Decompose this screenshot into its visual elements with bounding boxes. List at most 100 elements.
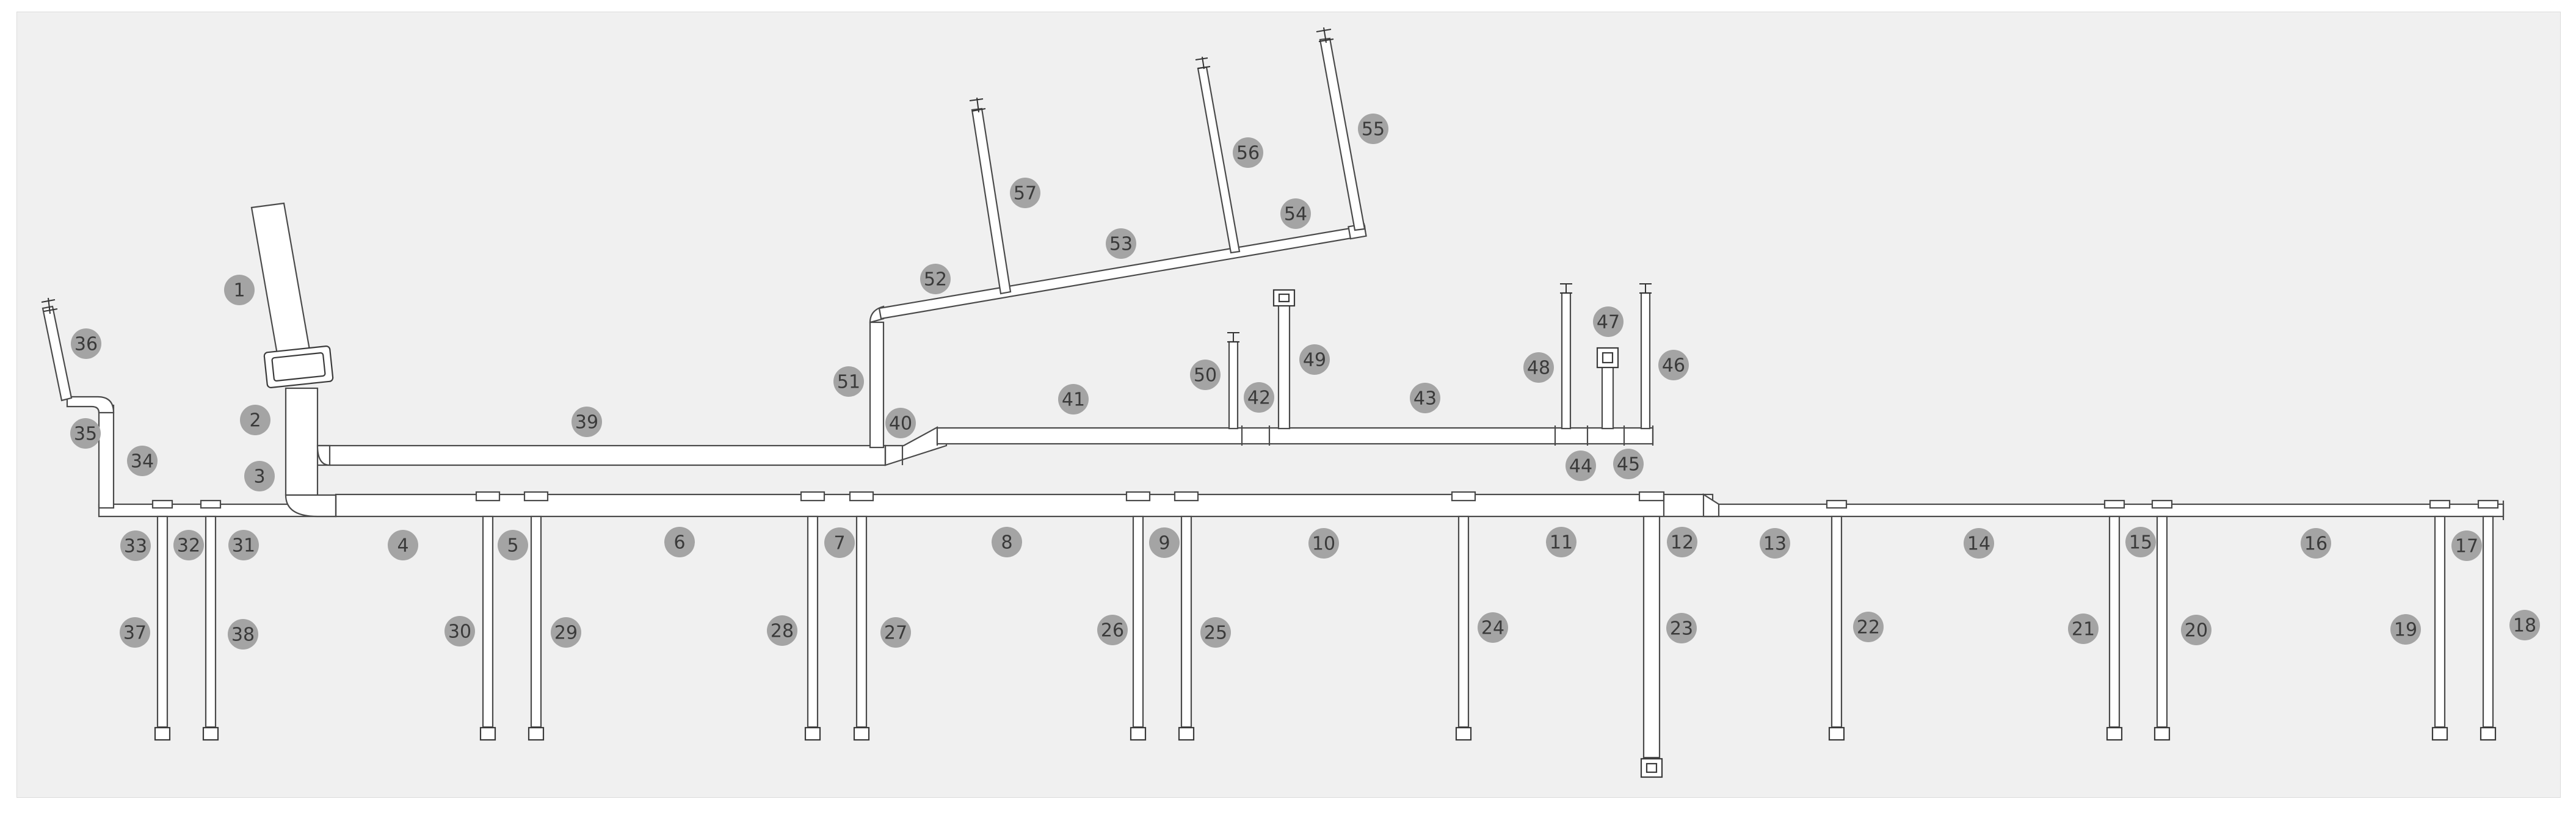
node-label-text: 6 (673, 532, 685, 554)
riser-tee[interactable] (316, 444, 331, 466)
pipe-51-vertical[interactable] (869, 321, 885, 449)
node-label-text: 48 (1527, 358, 1550, 379)
drop-21[interactable] (2106, 515, 2123, 741)
node-label-31: 31 (228, 530, 259, 560)
node-label-circle (71, 328, 101, 359)
node-label-circle (1149, 527, 1180, 558)
drop-37[interactable] (154, 515, 171, 741)
node-label-text: 9 (1158, 533, 1170, 554)
drop-22[interactable] (1828, 515, 1845, 741)
node-label-circle (2181, 615, 2211, 645)
upper-segment-west[interactable] (316, 444, 887, 466)
node-label-text: 16 (2304, 534, 2327, 555)
drop-27[interactable] (853, 515, 870, 741)
riser-elbow[interactable] (285, 494, 337, 518)
node-label-circle (1200, 617, 1231, 648)
node-label-15: 15 (2125, 527, 2156, 557)
upper-distribution-pipe[interactable] (316, 426, 1654, 466)
drop-pipes[interactable] (154, 515, 2497, 778)
node-label-35: 35 (70, 418, 101, 449)
inlet-riser[interactable] (285, 387, 337, 518)
left-vent-pipe[interactable] (42, 305, 73, 402)
node-label-circle (1853, 612, 1884, 642)
node-label-12: 12 (1667, 527, 1697, 557)
main-header-pipe[interactable] (98, 493, 2505, 518)
drop-28[interactable] (804, 515, 821, 741)
node-label-29: 29 (551, 617, 581, 648)
node-label-text: 41 (1062, 389, 1085, 411)
node-label-6: 6 (664, 527, 695, 557)
node-label-36: 36 (71, 328, 101, 359)
drop-18[interactable] (2480, 515, 2497, 741)
upper-vents[interactable] (969, 27, 1366, 295)
node-label-4: 4 (388, 530, 418, 560)
node-label-32: 32 (173, 530, 204, 560)
node-label-27: 27 (880, 617, 911, 648)
drop-30[interactable] (479, 515, 496, 741)
node-label-28: 28 (767, 615, 797, 646)
node-label-circle (228, 619, 258, 650)
vent-57[interactable] (969, 97, 1012, 295)
node-label-text: 30 (448, 621, 471, 643)
riser-46[interactable] (1639, 283, 1652, 430)
node-label-circle (1964, 528, 1994, 559)
node-label-circle (551, 617, 581, 648)
node-label-text: 26 (1101, 620, 1124, 642)
node-label-14: 14 (1964, 528, 1994, 559)
node-label-text: 27 (884, 623, 907, 644)
drop-38[interactable] (202, 515, 219, 741)
node-label-circle (1523, 352, 1554, 383)
header-segment-mid[interactable] (335, 493, 1714, 518)
left-branch[interactable] (41, 297, 115, 509)
node-label-text: 49 (1303, 350, 1326, 371)
node-label-circle (1280, 198, 1311, 229)
riser-47[interactable] (1596, 347, 1619, 430)
node-label-circle (2301, 528, 2331, 559)
node-label-text: 34 (131, 451, 154, 472)
node-label-circle (664, 527, 695, 557)
inlet-duct-body[interactable] (250, 202, 313, 366)
drop-26[interactable] (1130, 515, 1147, 741)
upper-risers[interactable] (884, 283, 1654, 465)
node-label-circle (244, 461, 275, 491)
node-label-37: 37 (120, 617, 150, 648)
vent-55[interactable] (1316, 27, 1366, 231)
drop-19[interactable] (2431, 515, 2448, 741)
node-label-circle (240, 405, 270, 435)
node-label-text: 18 (2513, 615, 2536, 637)
node-label-2: 2 (240, 405, 270, 435)
upper-diagonal-run[interactable] (869, 223, 1367, 449)
node-label-22: 22 (1853, 612, 1884, 642)
inlet-duct[interactable] (250, 202, 334, 388)
node-label-3: 3 (244, 461, 275, 491)
node-label-text: 23 (1670, 618, 1693, 640)
riser-48[interactable] (1560, 283, 1572, 430)
drop-25[interactable] (1178, 515, 1195, 741)
node-label-56: 56 (1233, 137, 1263, 168)
node-label-circle (824, 527, 855, 558)
node-label-text: 55 (1362, 119, 1385, 140)
node-label-57: 57 (1010, 178, 1040, 208)
upper-segment-east[interactable] (936, 427, 1654, 445)
node-label-24: 24 (1478, 612, 1508, 643)
drop-23[interactable] (1640, 515, 1663, 778)
node-label-text: 35 (74, 424, 97, 445)
left-riser[interactable] (98, 404, 115, 509)
drop-29[interactable] (528, 515, 545, 741)
riser-49[interactable] (1272, 289, 1296, 430)
riser-pipe[interactable] (285, 387, 319, 496)
left-elbow[interactable] (66, 396, 115, 414)
node-label-circle (1106, 228, 1136, 259)
node-label-17: 17 (2451, 530, 2482, 561)
vent-56[interactable] (1195, 56, 1241, 254)
riser-50[interactable] (1227, 332, 1239, 430)
drop-24[interactable] (1455, 515, 1472, 741)
node-label-10: 10 (1308, 528, 1339, 559)
header-reducer[interactable] (1702, 493, 1720, 518)
drop-20[interactable] (2153, 515, 2171, 741)
node-label-text: 1 (233, 280, 245, 302)
node-label-text: 47 (1597, 312, 1620, 333)
node-label-33: 33 (120, 530, 151, 561)
